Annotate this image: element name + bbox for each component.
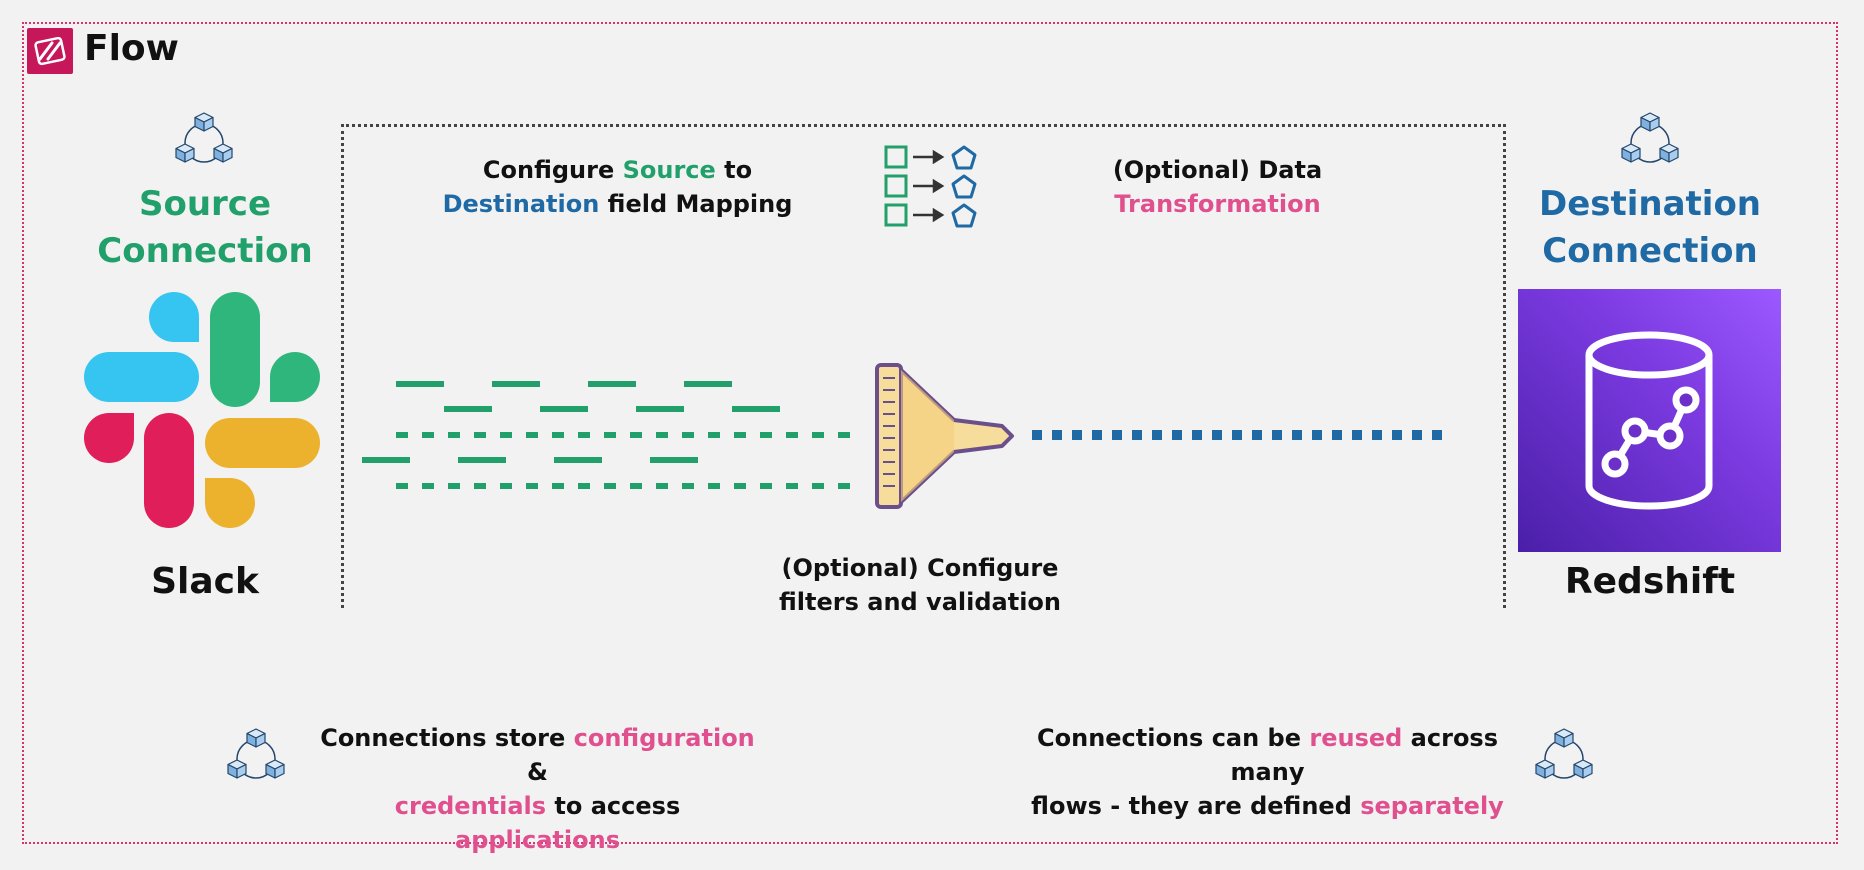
field-mapping-icon: [884, 145, 977, 228]
flow-boundary: [22, 22, 1838, 844]
connections-store-icon: [224, 727, 288, 783]
connections-reuse-note: Connections can be reused across many fl…: [1031, 724, 1504, 820]
connections-reuse-icon: [1532, 727, 1596, 783]
flow-title: Flow: [84, 28, 179, 69]
destination-connection-icon: [1618, 111, 1682, 167]
redshift-icon: [1518, 289, 1781, 552]
transformation-label: (Optional) Data Transformation: [1112, 156, 1323, 218]
source-data-stream: [362, 381, 854, 489]
appflow-icon: [27, 28, 73, 74]
destination-app-name: Redshift: [1564, 561, 1736, 602]
slack-logo: [84, 292, 320, 528]
source-connection-title: Source Connection: [97, 184, 313, 271]
destination-connection-title: Destination Connection: [1538, 184, 1762, 271]
source-connection-icon: [172, 111, 236, 167]
destination-data-stream: [1032, 430, 1442, 440]
flow-config-boundary: [341, 124, 1506, 608]
field-mapping-label: Configure Source to Destination field Ma…: [442, 156, 793, 218]
source-app-name: Slack: [151, 561, 259, 602]
funnel-filter-icon: [875, 363, 1014, 509]
filters-validation-label: (Optional) Configure filters and validat…: [779, 554, 1061, 616]
connections-store-note: Connections store configuration & creden…: [320, 724, 755, 854]
